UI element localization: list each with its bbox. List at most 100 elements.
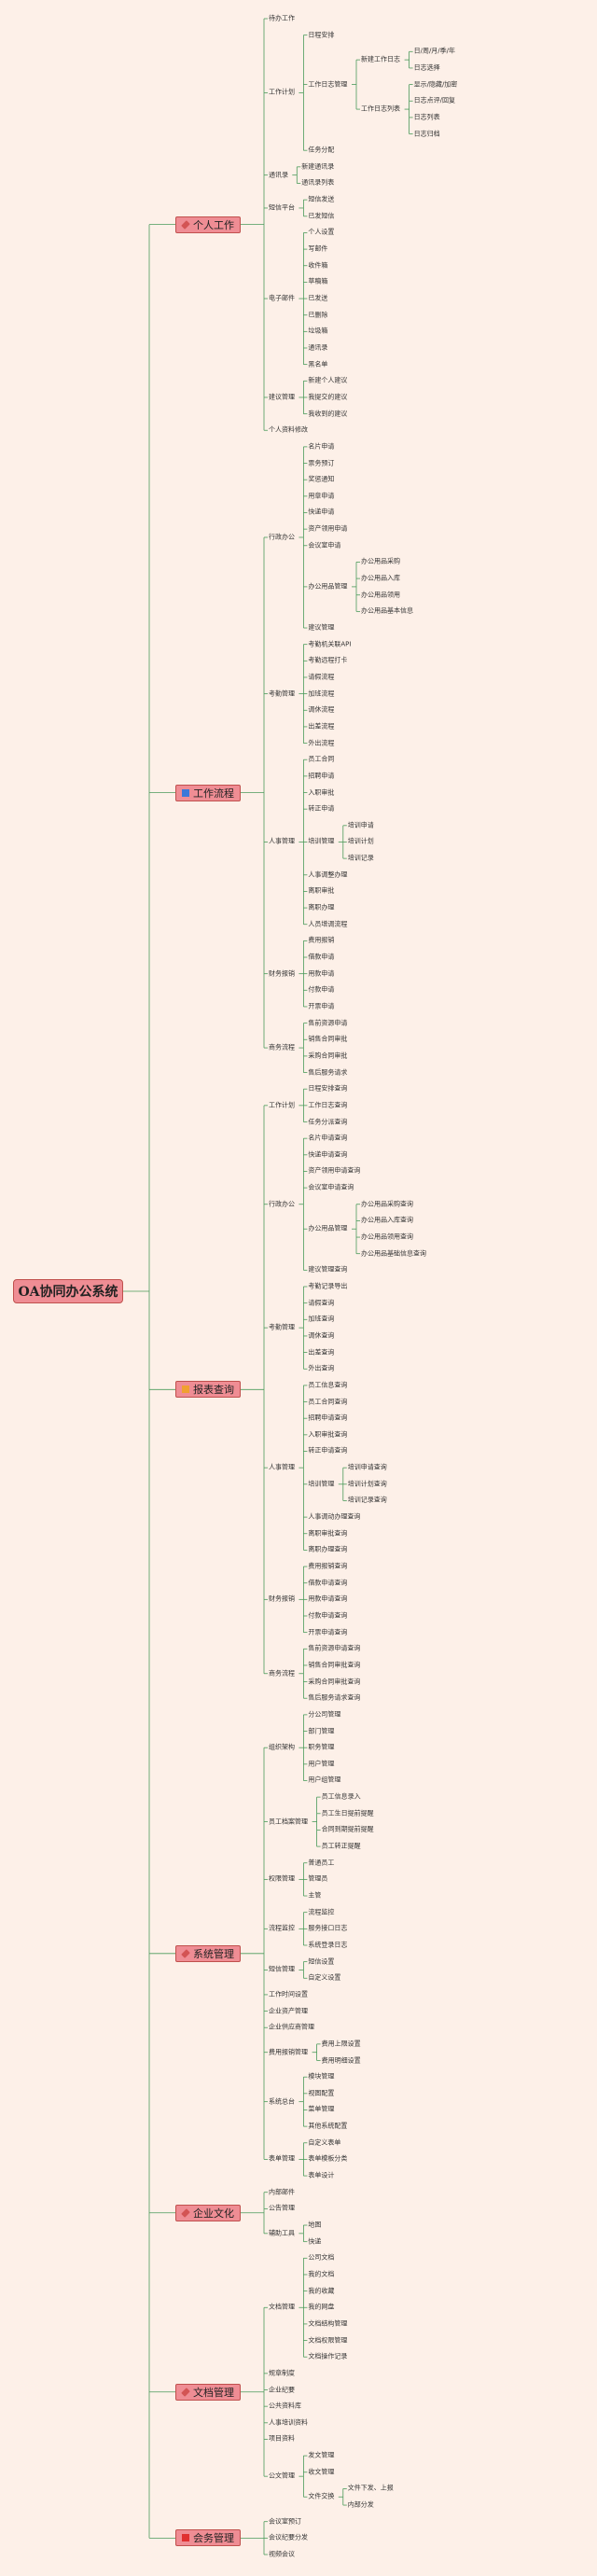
node-label[interactable]: 发文管理 <box>308 2451 335 2459</box>
node-label[interactable]: 日志选择 <box>413 63 440 72</box>
node-label[interactable]: 规章制度 <box>269 2369 295 2377</box>
node-label[interactable]: 新建通讯录 <box>301 162 335 171</box>
node-label[interactable]: 商务流程 <box>269 1043 295 1051</box>
node-label[interactable]: 工作计划 <box>269 1101 295 1109</box>
node-label[interactable]: 培训记录 <box>347 854 374 862</box>
node-label[interactable]: 工作日志查询 <box>308 1101 348 1109</box>
node-label[interactable]: 文档结构管理 <box>308 2319 348 2328</box>
node-label[interactable]: 加班流程 <box>308 689 335 698</box>
node-label[interactable]: 通讯录 <box>269 171 288 179</box>
node-label[interactable]: 企业资产管理 <box>269 2007 308 2015</box>
node-label[interactable]: 菜单管理 <box>308 2105 335 2113</box>
node-label[interactable]: 工作日志列表 <box>361 104 400 113</box>
node-label[interactable]: 公告管理 <box>269 2204 295 2212</box>
node-label[interactable]: 调休查询 <box>308 1331 335 1340</box>
node-label[interactable]: 已删除 <box>308 311 328 319</box>
node-label[interactable]: 项目资料 <box>269 2434 295 2443</box>
node-label[interactable]: 会议室申请查询 <box>308 1183 354 1191</box>
node-label[interactable]: 已发短信 <box>308 212 335 220</box>
node-label[interactable]: 离职审批 <box>308 886 335 895</box>
node-label[interactable]: 付款申请 <box>308 985 335 994</box>
node-label[interactable]: 培训申请查询 <box>347 1463 387 1471</box>
node-label[interactable]: 流程监控 <box>308 1908 335 1916</box>
node-label[interactable]: 考勤记录导出 <box>308 1282 348 1290</box>
node-label[interactable]: 我的收藏 <box>308 2287 335 2295</box>
node-label[interactable]: 行政办公 <box>269 1200 295 1208</box>
section-node[interactable]: 报表查询 <box>175 1381 241 1399</box>
node-label[interactable]: 人事管理 <box>269 837 295 845</box>
node-label[interactable]: 日程安排查询 <box>308 1084 348 1093</box>
node-label[interactable]: 通讯录列表 <box>301 178 335 187</box>
node-label[interactable]: 工作日志管理 <box>308 80 348 89</box>
node-label[interactable]: 员工档案管理 <box>269 1817 308 1826</box>
node-label[interactable]: 表单管理 <box>269 2154 295 2163</box>
node-label[interactable]: 系统登录日志 <box>308 1941 348 1949</box>
section-node[interactable]: 企业文化 <box>175 2204 241 2221</box>
node-label[interactable]: 转正申请查询 <box>308 1446 348 1455</box>
node-label[interactable]: 出差查询 <box>308 1348 335 1357</box>
node-label[interactable]: 短信管理 <box>269 1965 295 1973</box>
node-label[interactable]: 自定义表单 <box>308 2138 341 2147</box>
node-label[interactable]: 文件下发、上报 <box>347 2484 394 2492</box>
node-label[interactable]: 内部邮件 <box>269 2188 295 2196</box>
node-label[interactable]: 短信设置 <box>308 1957 335 1966</box>
node-label[interactable]: 建议管理 <box>308 623 335 632</box>
node-label[interactable]: 人事调整办理 <box>308 870 348 879</box>
node-label[interactable]: 任务分派查询 <box>308 1118 348 1125</box>
node-label[interactable]: 售前资源申请查询 <box>308 1644 361 1652</box>
node-label[interactable]: 视频会议 <box>269 2550 295 2558</box>
node-label[interactable]: 草稿箱 <box>308 277 328 285</box>
node-label[interactable]: 开票申请 <box>308 1002 335 1010</box>
node-label[interactable]: 日/周/月/季/年 <box>413 47 456 55</box>
node-label[interactable]: 我提交的建议 <box>308 393 348 401</box>
section-node[interactable]: 系统管理 <box>175 1944 241 1962</box>
node-label[interactable]: 员工生日提前提醒 <box>321 1809 374 1817</box>
node-label[interactable]: 入职审批 <box>308 788 335 797</box>
node-label[interactable]: 新建个人建议 <box>308 376 348 384</box>
node-label[interactable]: 培训记录查询 <box>347 1496 387 1504</box>
node-label[interactable]: 开票申请查询 <box>308 1628 348 1636</box>
node-label[interactable]: 用款申请 <box>308 969 335 978</box>
node-label[interactable]: 垃圾箱 <box>308 327 328 335</box>
node-label[interactable]: 培训申请 <box>347 821 374 829</box>
node-label[interactable]: 日志点评/回复 <box>413 96 455 104</box>
node-label[interactable]: 人事调动办理查询 <box>308 1512 361 1521</box>
node-label[interactable]: 个人资料修改 <box>269 425 308 434</box>
node-label[interactable]: 收文管理 <box>308 2468 335 2476</box>
node-label[interactable]: 表单设计 <box>308 2171 335 2179</box>
node-label[interactable]: 外出流程 <box>308 739 335 747</box>
node-label[interactable]: 视图配置 <box>308 2089 335 2097</box>
node-label[interactable]: 售后服务请求 <box>308 1068 348 1077</box>
node-label[interactable]: 显示/隐藏/加密 <box>413 80 458 89</box>
node-label[interactable]: 辅助工具 <box>269 2229 295 2237</box>
node-label[interactable]: 请假流程 <box>308 673 335 681</box>
node-label[interactable]: 自定义设置 <box>308 1973 341 1982</box>
node-label[interactable]: 会议纪要分发 <box>269 2533 308 2541</box>
node-label[interactable]: 企业供应商管理 <box>269 2023 314 2031</box>
node-label[interactable]: 快递申请查询 <box>308 1150 348 1159</box>
node-label[interactable]: 主管 <box>308 1891 322 1900</box>
node-label[interactable]: 办公用品采购 <box>361 557 400 565</box>
node-label[interactable]: 人员增调流程 <box>308 920 348 928</box>
node-label[interactable]: 用户组管理 <box>308 1775 341 1784</box>
node-label[interactable]: 员工合同 <box>308 755 335 763</box>
node-label[interactable]: 日志归档 <box>413 130 440 138</box>
node-label[interactable]: 用章申请 <box>308 492 335 500</box>
node-label[interactable]: 人事培训资料 <box>269 2418 308 2427</box>
node-label[interactable]: 费用报销查询 <box>308 1562 348 1570</box>
node-label[interactable]: 流程监控 <box>269 1924 295 1932</box>
node-label[interactable]: 招聘申请查询 <box>308 1413 348 1422</box>
node-label[interactable]: 员工信息查询 <box>308 1381 348 1389</box>
node-label[interactable]: 员工合同查询 <box>308 1398 348 1406</box>
root-node[interactable]: OA协同办公系统 <box>13 1279 123 1303</box>
node-label[interactable]: 培训计划 <box>347 837 374 845</box>
node-label[interactable]: 文档管理 <box>269 2303 295 2311</box>
node-label[interactable]: 入职审批查询 <box>308 1430 348 1439</box>
node-label[interactable]: 培训管理 <box>308 1480 335 1488</box>
node-label[interactable]: 合同到期提前提醒 <box>321 1825 374 1833</box>
node-label[interactable]: 培训计划查询 <box>347 1480 387 1488</box>
node-label[interactable]: 日程安排 <box>308 31 335 39</box>
node-label[interactable]: 费用上限设置 <box>321 2040 361 2048</box>
node-label[interactable]: 考勤管理 <box>269 1323 295 1331</box>
node-label[interactable]: 日志列表 <box>413 113 440 121</box>
